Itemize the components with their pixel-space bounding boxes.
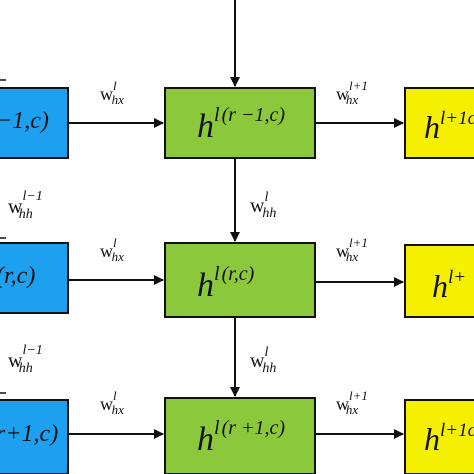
right-node-2-label: hl+ — [432, 267, 466, 304]
left-node-2-label: (r,c) — [0, 263, 35, 289]
right-node-1-label: hl+1c — [424, 108, 474, 145]
right-node-1 — [404, 87, 474, 159]
right-node-3-label: hl+1c — [424, 420, 474, 457]
left-node-2 — [0, 242, 69, 314]
center-node-2-label: hl(r,c) — [197, 263, 255, 304]
center-node-2 — [164, 242, 316, 318]
left-node-3 — [0, 399, 69, 474]
center-node-3 — [164, 397, 316, 474]
right-node-2 — [404, 244, 474, 318]
left-node-3-label: r+1,c) — [0, 421, 58, 447]
right-node-3 — [404, 399, 474, 474]
center-node-1-label: hl(r −1,c) — [197, 104, 285, 145]
center-node-1 — [164, 87, 316, 159]
left-node-1-label: −1,c) — [0, 108, 49, 134]
center-node-3-label: hl(r +1,c) — [197, 417, 285, 458]
